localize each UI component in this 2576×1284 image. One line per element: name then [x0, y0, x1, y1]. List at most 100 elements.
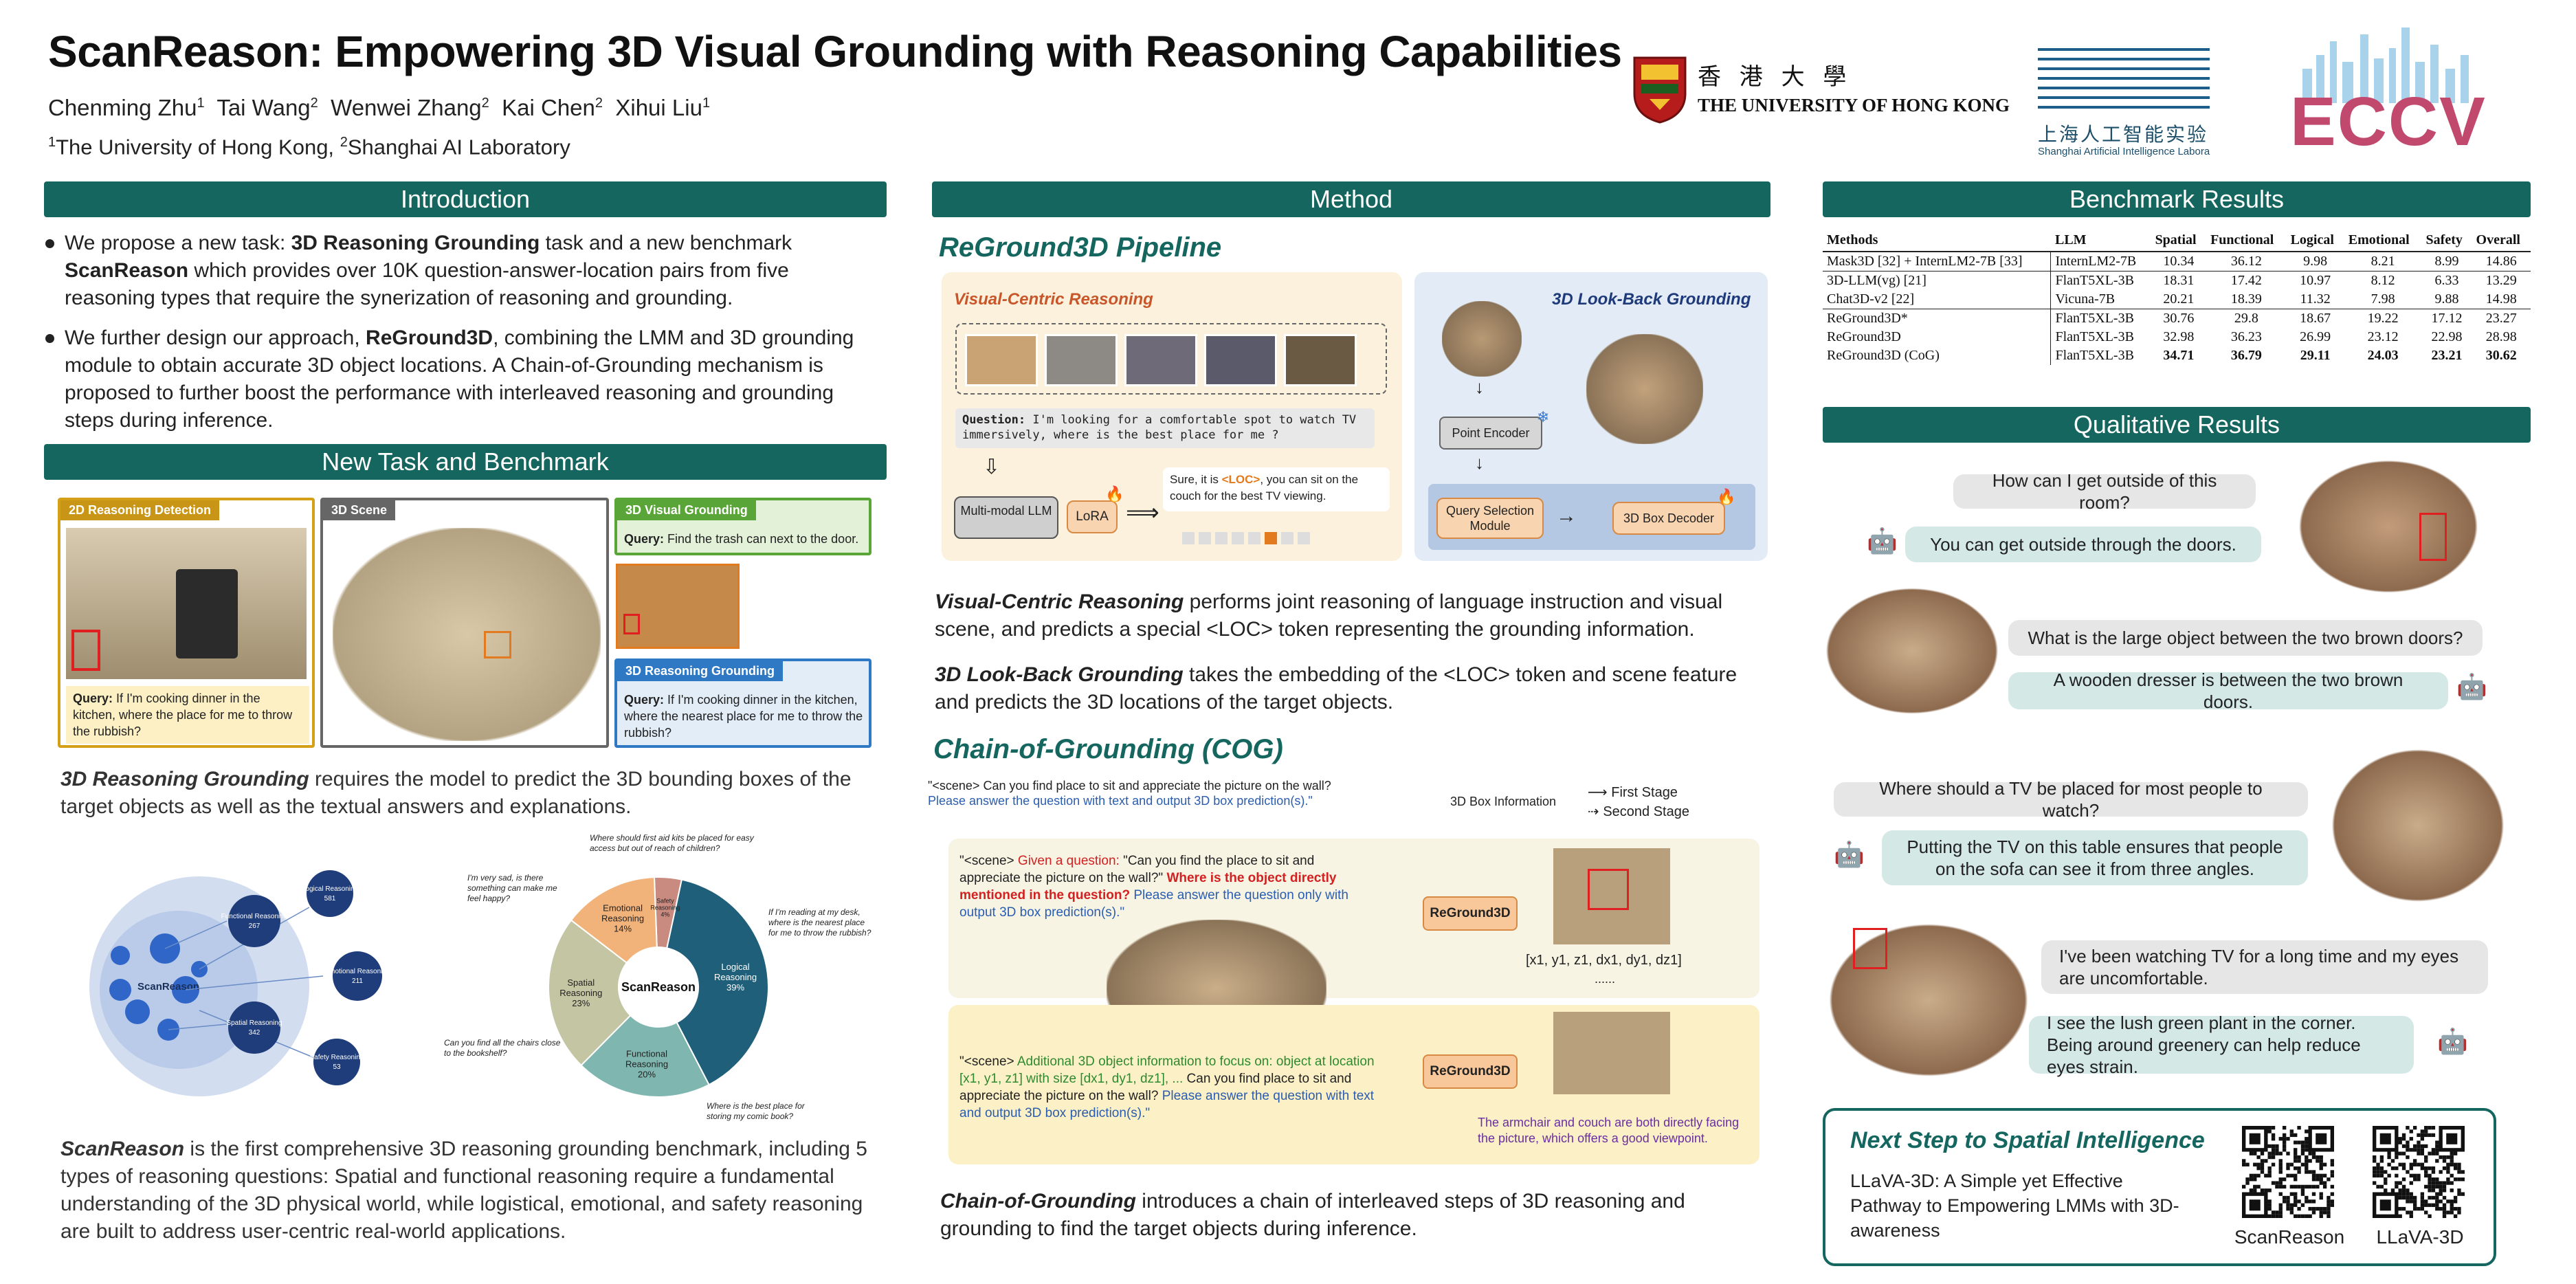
affiliations: 1The University of Hong Kong, 2Shanghai …	[48, 135, 570, 159]
svg-text:267: 267	[249, 922, 260, 930]
qr-code-llava3d[interactable]	[2373, 1126, 2465, 1218]
fire-icon: 🔥	[1105, 485, 1124, 502]
score-cell: 36.23	[2230, 329, 2262, 344]
score-cell: 9.88	[2434, 291, 2459, 307]
donut-annotation-functional: Where is the best place for storing my c…	[707, 1101, 805, 1121]
svg-text:342: 342	[249, 1029, 260, 1037]
col-emotional: Emotional	[2344, 230, 2422, 252]
qual-question-2: What is the large object between the two…	[2008, 620, 2483, 656]
qual-answer-3: Putting the TV on this table ensures tha…	[1882, 830, 2308, 885]
lora-box: LoRA	[1067, 500, 1118, 533]
score-cell: 29.11	[2300, 348, 2331, 363]
next-step-description: LLaVA-3D: A Simple yet Effective Pathway…	[1850, 1171, 2179, 1241]
task-heading: New Task and Benchmark	[44, 444, 887, 480]
svg-text:211: 211	[352, 977, 363, 985]
score-cell: 23.27	[2472, 309, 2531, 328]
shlab-lines-icon	[2038, 48, 2210, 109]
eccv-skyline-icon	[2302, 27, 2469, 103]
hku-crest-icon	[1633, 56, 1687, 124]
score-cell: 26.99	[2300, 329, 2331, 344]
author-sup: 2	[481, 96, 489, 111]
qual-question-1: How can I get outside of this room?	[1953, 470, 2256, 513]
qr-code-scanreason[interactable]	[2242, 1126, 2334, 1218]
llm-cell: InternLM2-7B	[2050, 252, 2151, 272]
reasoning-venn-diagram: ScanReason Functional Reasoning 267 Logi…	[89, 870, 390, 1096]
coords-output: [x1, y1, z1, dx1, dy1, dz1]	[1526, 953, 1682, 968]
panel-label: 2D Reasoning Detection	[60, 500, 220, 520]
score-cell: 30.76	[2151, 309, 2207, 328]
score-cell: 36.12	[2230, 254, 2262, 269]
dashed-arrow-icon: ⇢	[1588, 804, 1599, 819]
reground3d-box-1: ReGround3D	[1423, 896, 1518, 931]
author: Tai Wang	[216, 95, 311, 120]
question-box: Question: I'm looking for a comfortable …	[955, 408, 1375, 448]
panel-query: Query: If I'm cooking dinner in the kitc…	[66, 686, 309, 744]
hku-en-name: THE UNIVERSITY OF HONG KONG	[1698, 95, 2010, 115]
venn-node-functional: Functional Reasoning 267	[221, 895, 287, 947]
kitchen-photo	[66, 528, 307, 679]
lbg-description: 3D Look-Back Grounding takes the embeddi…	[935, 663, 1737, 713]
venn-center-label: ScanReason	[137, 981, 199, 993]
token-strip	[1182, 532, 1310, 544]
intro-bullet-2: We further design our approach, ReGround…	[44, 324, 882, 434]
author-sup: 1	[197, 96, 205, 111]
answer-box: Sure, it is <LOC>, you can sit on the co…	[1163, 467, 1390, 511]
svg-text:Safety Reasoning: Safety Reasoning	[310, 1054, 364, 1061]
svg-text:Logical Reasoning: Logical Reasoning	[302, 885, 358, 893]
scene-thumb	[1442, 301, 1522, 377]
arrow-down-icon: ↓	[1475, 377, 1484, 397]
stage2-answer: The armchair and couch are both directly…	[1478, 1116, 1740, 1145]
snowflake-icon: ❄	[1537, 408, 1550, 425]
benchmark-description: ScanReason is the first comprehensive 3D…	[60, 1138, 867, 1243]
hku-logo: 香 港 大 學 THE UNIVERSITY OF HONG KONG	[1629, 54, 2014, 129]
cog-stage2-panel: "<scene> Additional 3D object informatio…	[948, 1005, 1759, 1164]
score-cell: 18.67	[2286, 309, 2344, 328]
score-cell: 22.98	[2431, 329, 2463, 344]
panel-2d-reasoning-detection: 2D Reasoning Detection Query: If I'm coo…	[58, 498, 315, 748]
robot-icon: 🤖	[2456, 672, 2487, 700]
benchmark-table-wrap: Methods LLM Spatial Functional Logical E…	[1823, 230, 2531, 365]
intro-bullet-1: We propose a new task: 3D Reasoning Grou…	[44, 230, 882, 312]
qual-answer-2: A wooden dresser is between the two brow…	[2008, 669, 2448, 712]
score-cell: 14.86	[2485, 254, 2517, 269]
method-cell: 3D-LLM(vg) [21]	[1823, 271, 2051, 290]
cog-top-prompt: "<scene> Can you find place to sit and a…	[928, 779, 1331, 808]
task-description: 3D Reasoning Grounding requires the mode…	[60, 768, 852, 818]
author-sup: 2	[595, 96, 603, 111]
method-cell: ReGround3D	[1827, 329, 1901, 344]
svg-text:Spatial Reasoning: Spatial Reasoning	[226, 1019, 282, 1027]
robot-icon: 🤖	[1867, 527, 1898, 555]
venn-node-emotional: Emotional Reasoning 211	[324, 951, 390, 1001]
cog-title: Chain-of-Grounding (COG)	[933, 734, 1283, 764]
author-sup: 1	[702, 96, 711, 111]
panel-3d-scene: 3D Scene	[320, 498, 609, 748]
pipeline-title: ReGround3D Pipeline	[939, 232, 1222, 263]
eccv-logo: ECCV	[2289, 21, 2495, 160]
stage2-prompt: "<scene> Additional 3D object informatio…	[959, 1054, 1375, 1120]
score-cell: 20.21	[2163, 291, 2195, 307]
panel-query: Query: Find the trash can next to the do…	[624, 532, 859, 546]
score-cell: 8.99	[2434, 254, 2459, 269]
panel-3d-reasoning-grounding: 3D Reasoning Grounding Query: If I'm coo…	[614, 658, 871, 748]
score-cell: 17.42	[2206, 271, 2287, 290]
author: Xihui Liu	[615, 95, 702, 120]
qualitative-heading: Qualitative Results	[1823, 407, 2531, 443]
visual-centric-reasoning-panel: Visual-Centric Reasoning Question: I'm l…	[942, 272, 1402, 561]
right-arrow-icon: ⟹	[1126, 500, 1159, 526]
vcr-description: Visual-Centric Reasoning performs joint …	[935, 590, 1723, 641]
eccv-wordmark: ECCV	[2290, 83, 2487, 160]
author: Chenming Zhu	[48, 95, 197, 120]
solid-arrow-icon: ⟶	[1588, 785, 1608, 800]
score-cell: 11.32	[2300, 291, 2331, 307]
look-back-grounding-panel: 3D Look-Back Grounding ↓ Point Encoder ❄…	[1414, 272, 1768, 561]
point-encoder-box: Point Encoder	[1439, 417, 1542, 450]
qr-label-llava3d: LLaVA-3D	[2376, 1226, 2464, 1248]
hku-cn-name: 香 港 大 學	[1698, 63, 1852, 91]
panel-label: 3D Reasoning Grounding	[617, 661, 784, 681]
svg-text:Emotional Reasoning: Emotional Reasoning	[324, 968, 390, 975]
